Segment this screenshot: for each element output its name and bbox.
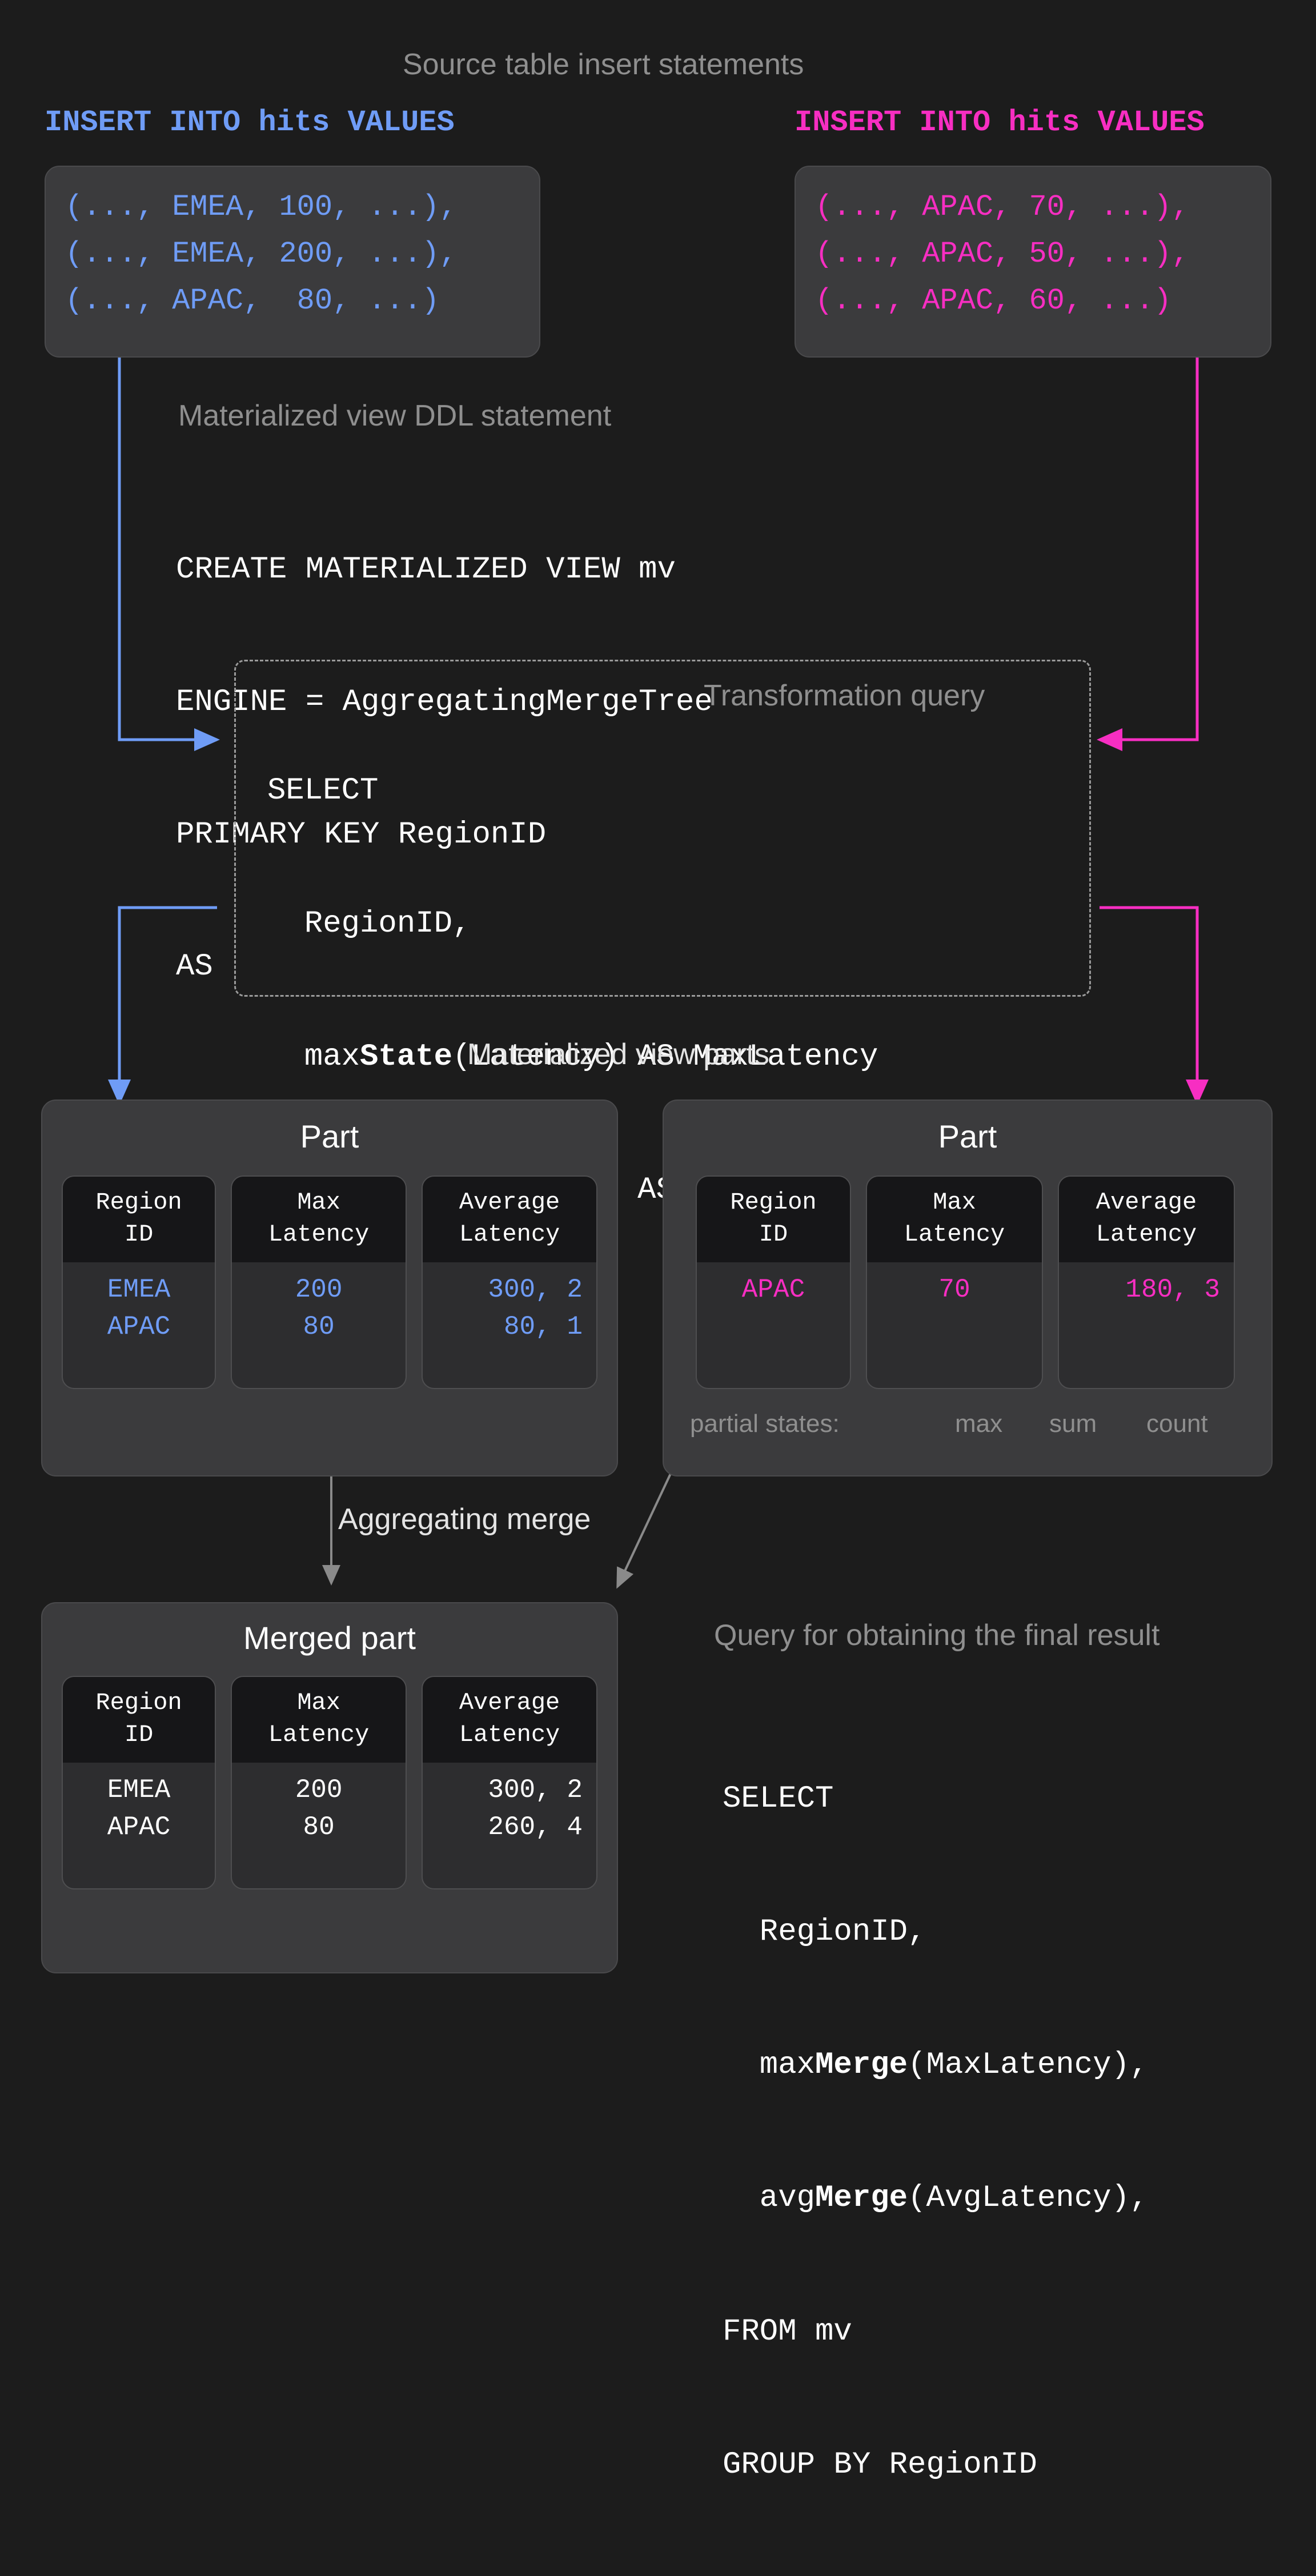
part-left-columns: Region ID EMEA APAC Max Latency 200 80 A…	[62, 1175, 597, 1389]
cell-value: EMEA	[72, 1772, 206, 1809]
cell-value: 200	[241, 1772, 396, 1809]
column-values-average-latency: 300, 2 80, 1	[423, 1262, 596, 1388]
cell-value: 300, 2	[432, 1772, 583, 1809]
part-right-columns: Region ID APAC Max Latency 70 Average La…	[696, 1175, 1252, 1389]
cell-value: APAC	[706, 1271, 841, 1309]
insert-right-row: (..., APAC, 70, ...),	[815, 184, 1251, 231]
heading-final-query: Query for obtaining the final result	[714, 1619, 1159, 1652]
column-region-id: Region ID EMEA APAC	[62, 1175, 216, 1389]
column-values-region-id: EMEA APAC	[63, 1262, 215, 1388]
column-average-latency: Average Latency 180, 3	[1058, 1175, 1235, 1389]
cell-value: APAC	[72, 1809, 206, 1846]
cell-value: 80, 1	[432, 1309, 583, 1346]
insert-right-box: (..., APAC, 70, ...), (..., APAC, 50, ..…	[795, 166, 1271, 358]
cell-value: 200	[241, 1271, 396, 1309]
column-header-average-latency: Average Latency	[423, 1177, 596, 1262]
column-region-id: Region ID APAC	[696, 1175, 851, 1389]
heading-source-inserts: Source table insert statements	[403, 49, 804, 81]
column-values-region-id: EMEA APAC	[63, 1763, 215, 1888]
column-values-max-latency: 200 80	[232, 1262, 406, 1388]
cell-value: 180, 3	[1068, 1271, 1220, 1309]
final-query-line: SELECT	[723, 1777, 1148, 1821]
cell-value: 260, 4	[432, 1809, 583, 1846]
column-max-latency: Max Latency 200 80	[231, 1175, 407, 1389]
final-query-line: GROUP BY RegionID	[723, 2443, 1148, 2487]
final-query-text: SELECT RegionID, maxMerge(MaxLatency), a…	[723, 1688, 1148, 2576]
partial-state-count: count	[1146, 1410, 1208, 1438]
column-header-average-latency: Average Latency	[1059, 1177, 1234, 1262]
column-values-max-latency: 70	[867, 1262, 1042, 1388]
query-line: RegionID,	[267, 902, 878, 946]
cell-value: 70	[876, 1271, 1033, 1309]
column-header-average-latency: Average Latency	[423, 1677, 596, 1763]
column-average-latency: Average Latency 300, 2 80, 1	[422, 1175, 597, 1389]
merged-part-title: Merged part	[42, 1619, 617, 1656]
column-values-average-latency: 180, 3	[1059, 1262, 1234, 1388]
column-region-id: Region ID EMEA APAC	[62, 1676, 216, 1889]
column-header-region-id: Region ID	[697, 1177, 850, 1262]
column-header-max-latency: Max Latency	[232, 1177, 406, 1262]
insert-left-header: INSERT INTO hits VALUES	[45, 106, 455, 139]
column-values-average-latency: 300, 2 260, 4	[423, 1763, 596, 1888]
final-query-line: FROM mv	[723, 2310, 1148, 2354]
column-header-max-latency: Max Latency	[867, 1177, 1042, 1262]
part-right-title: Part	[664, 1118, 1271, 1155]
insert-right-row: (..., APAC, 50, ...),	[815, 231, 1251, 278]
cell-value: EMEA	[72, 1271, 206, 1309]
arrow-pink-insert-to-query	[1100, 358, 1197, 740]
heading-mv-parts: Materialized view parts	[467, 1038, 769, 1071]
merged-part-columns: Region ID EMEA APAC Max Latency 200 80 A…	[62, 1676, 597, 1889]
cell-value: 80	[241, 1809, 396, 1846]
column-header-max-latency: Max Latency	[232, 1677, 406, 1763]
heading-mv-ddl: Materialized view DDL statement	[178, 400, 611, 432]
final-query-line-maxmerge: maxMerge(MaxLatency),	[723, 2043, 1148, 2088]
cell-value: APAC	[72, 1309, 206, 1346]
column-max-latency: Max Latency 70	[866, 1175, 1043, 1389]
insert-left-row: (..., EMEA, 200, ...),	[65, 231, 520, 278]
column-values-region-id: APAC	[697, 1262, 850, 1388]
final-query-line: RegionID,	[723, 1910, 1148, 1955]
column-values-max-latency: 200 80	[232, 1763, 406, 1888]
partial-state-max: max	[955, 1410, 1002, 1438]
diagram-canvas: Source table insert statements INSERT IN…	[0, 0, 1316, 2015]
merged-part-panel: Merged part Region ID EMEA APAC Max Late…	[41, 1602, 618, 1973]
insert-left-box: (..., EMEA, 100, ...), (..., EMEA, 200, …	[45, 166, 540, 358]
cell-value: 80	[241, 1309, 396, 1346]
column-header-region-id: Region ID	[63, 1177, 215, 1262]
column-header-region-id: Region ID	[63, 1677, 215, 1763]
heading-aggregating-merge: Aggregating merge	[338, 1503, 591, 1536]
insert-right-header: INSERT INTO hits VALUES	[795, 106, 1205, 139]
insert-right-row: (..., APAC, 60, ...)	[815, 278, 1251, 324]
ddl-line: CREATE MATERIALIZED VIEW mv	[176, 548, 713, 592]
insert-left-row: (..., APAC, 80, ...)	[65, 278, 520, 324]
insert-left-row: (..., EMEA, 100, ...),	[65, 184, 520, 231]
query-line: SELECT	[267, 769, 878, 813]
cell-value: 300, 2	[432, 1271, 583, 1309]
partial-state-sum: sum	[1049, 1410, 1097, 1438]
column-max-latency: Max Latency 200 80	[231, 1676, 407, 1889]
column-average-latency: Average Latency 300, 2 260, 4	[422, 1676, 597, 1889]
final-query-line-avgmerge: avgMerge(AvgLatency),	[723, 2176, 1148, 2221]
part-left-panel: Part Region ID EMEA APAC Max Latency 200…	[41, 1100, 618, 1476]
arrow-pink-query-to-right-part	[1100, 908, 1197, 1102]
part-left-title: Part	[42, 1118, 617, 1155]
partial-states-label: partial states:	[690, 1410, 840, 1438]
